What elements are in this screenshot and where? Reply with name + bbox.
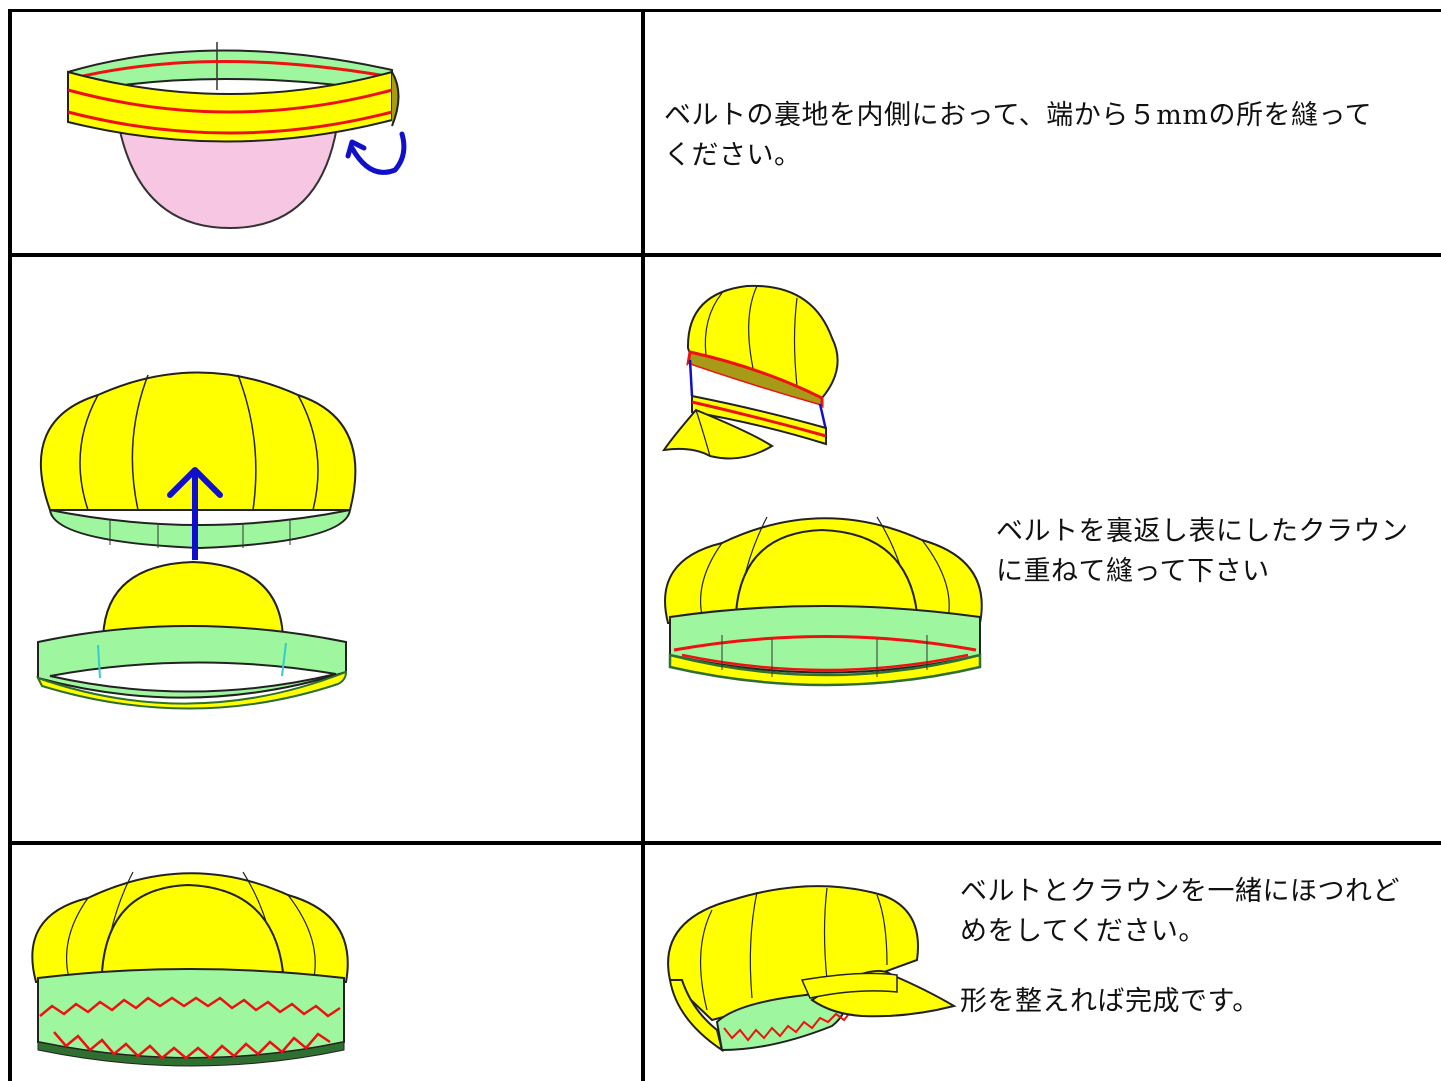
step2-text: ベルトを裏返し表にしたクラウン に重ねて縫って下さい [996, 512, 1436, 592]
final-cap-crown [667, 885, 919, 1022]
step1-illustration [67, 42, 407, 230]
zigzag-stitch-bottom [53, 1031, 331, 1060]
border-row-2 [10, 841, 1441, 845]
zigzag-stitch-top [39, 996, 341, 1018]
yellow-dome-form [101, 560, 285, 643]
small-cap-visor [661, 408, 774, 460]
step3-text: ベルトとクラウンを一緒にほつれど めをしてください。 形を整えれば完成です。 [960, 872, 1435, 1022]
step1-text: ベルトの裏地を内側におって、端から５mmの所を縫って ください。 [664, 96, 1434, 176]
border-top [10, 9, 1441, 12]
step1-line1: ベルトの裏地を内側におって、端から５mmの所を縫って [664, 100, 1373, 131]
step3-line3: 形を整えれば完成です。 [960, 986, 1260, 1017]
border-middle [641, 9, 645, 1081]
step3-line2: めをしてください。 [960, 916, 1206, 947]
small-cap-crown [686, 284, 839, 400]
step3-line1: ベルトとクラウンを一緒にほつれど [960, 876, 1400, 907]
small-cap-band [691, 394, 827, 446]
yellow-crown [39, 371, 357, 511]
border-row-1 [10, 253, 1441, 257]
yellow-band [67, 70, 393, 143]
step1-line2: ください。 [664, 140, 802, 171]
step3-right-illustration [667, 885, 957, 1053]
crown-lining [48, 508, 352, 550]
step2-line2: に重ねて縫って下さい [996, 556, 1270, 587]
step3-left-illustration [31, 871, 349, 1067]
border-left [8, 9, 12, 1081]
fold-arrow-icon [349, 131, 407, 175]
step2-large-cap-illustration [664, 516, 983, 687]
step2-small-cap-illustration [661, 284, 839, 460]
step2-line1: ベルトを裏返し表にしたクラウン [996, 516, 1409, 547]
step2-left-illustration [36, 371, 357, 710]
